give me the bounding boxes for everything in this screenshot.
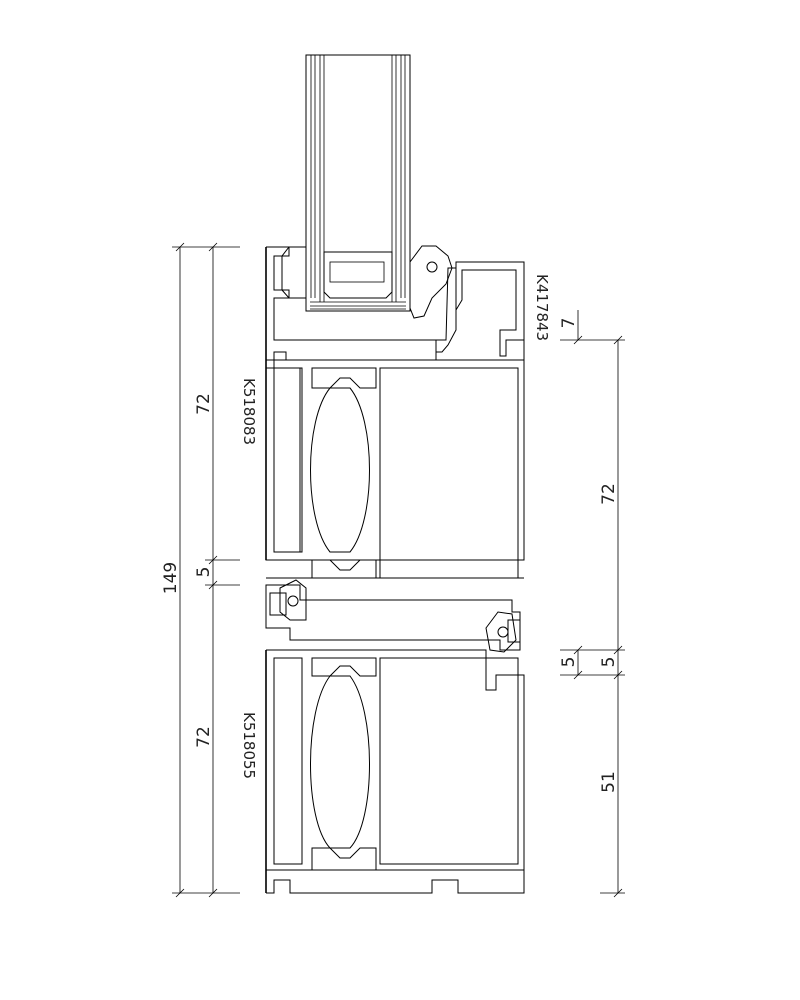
lower-frame-profile — [265, 649, 525, 894]
dim-total: 149 — [161, 562, 181, 594]
profile-code-lower: K518055 — [240, 712, 258, 779]
dim-right-lower: 51 — [599, 771, 619, 793]
dim-upper-frame: 72 — [194, 393, 214, 415]
profile-codes: K518083 K518055 K417843 — [240, 274, 551, 779]
profile-code-upper: K518083 — [240, 378, 258, 445]
dim-lower-frame: 72 — [194, 726, 214, 748]
profile-code-bead: K417843 — [533, 274, 551, 341]
dim-right-offset: 7 — [559, 318, 579, 329]
glazing-gasket-right — [409, 245, 453, 319]
dimension-lines — [172, 242, 625, 898]
dimension-labels: 149 72 5 72 7 72 5 5 51 — [161, 318, 619, 793]
dim-right-gap-left: 5 — [559, 657, 579, 668]
upper-frame-profile — [265, 246, 525, 579]
glass-unit — [305, 54, 411, 312]
dim-upper-gap: 5 — [194, 567, 214, 578]
middle-connector — [265, 579, 521, 653]
dim-right-gap-right: 5 — [599, 657, 619, 668]
dim-right-upper: 72 — [599, 483, 619, 505]
